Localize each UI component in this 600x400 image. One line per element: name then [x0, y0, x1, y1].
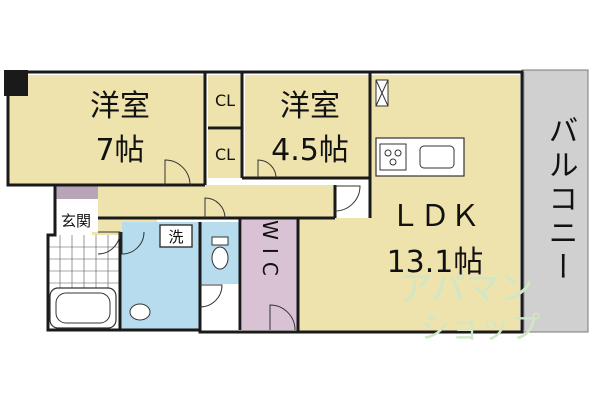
closet-1-label: CL	[215, 91, 235, 110]
closet-1	[208, 75, 242, 127]
western-room-small-name: 洋室	[280, 89, 340, 124]
wic-label: WIC	[258, 220, 282, 284]
washbasin-icon	[129, 303, 151, 321]
kitchen-stove-icon	[379, 143, 407, 171]
wall-column	[4, 70, 28, 96]
balcony-area	[521, 69, 589, 333]
entrance-step	[55, 185, 98, 199]
laundry-label: 洗	[168, 228, 183, 246]
entrance-label: 玄関	[61, 212, 91, 230]
hallway	[55, 185, 335, 218]
closet-2	[208, 130, 242, 178]
laundry-box	[159, 224, 193, 248]
western-room-small-size: 4.5帖	[271, 133, 349, 168]
western-room-large	[8, 75, 205, 185]
bathtub-icon	[49, 287, 117, 329]
ldk-size: 13.1帖	[387, 245, 484, 280]
western-room-small	[245, 75, 370, 178]
bathroom-tiles	[48, 235, 120, 330]
toilet-icon	[211, 236, 229, 270]
watermark-line2: ショップ	[420, 311, 540, 346]
ldk-label: ＬＤＫ	[390, 199, 480, 234]
window-icon	[375, 79, 389, 107]
ldk-room	[370, 75, 520, 332]
balcony-label: バルコニー	[543, 115, 578, 285]
door-swing-icon	[97, 159, 361, 331]
ldk-lower-left	[298, 218, 372, 332]
western-room-large-name: 洋室	[90, 89, 150, 124]
watermark-line1: アパマン	[398, 269, 533, 309]
closet-2-label: CL	[215, 145, 235, 164]
walls	[6, 70, 524, 334]
western-room-large-size: 7帖	[95, 133, 144, 168]
sink-icon	[419, 145, 455, 169]
